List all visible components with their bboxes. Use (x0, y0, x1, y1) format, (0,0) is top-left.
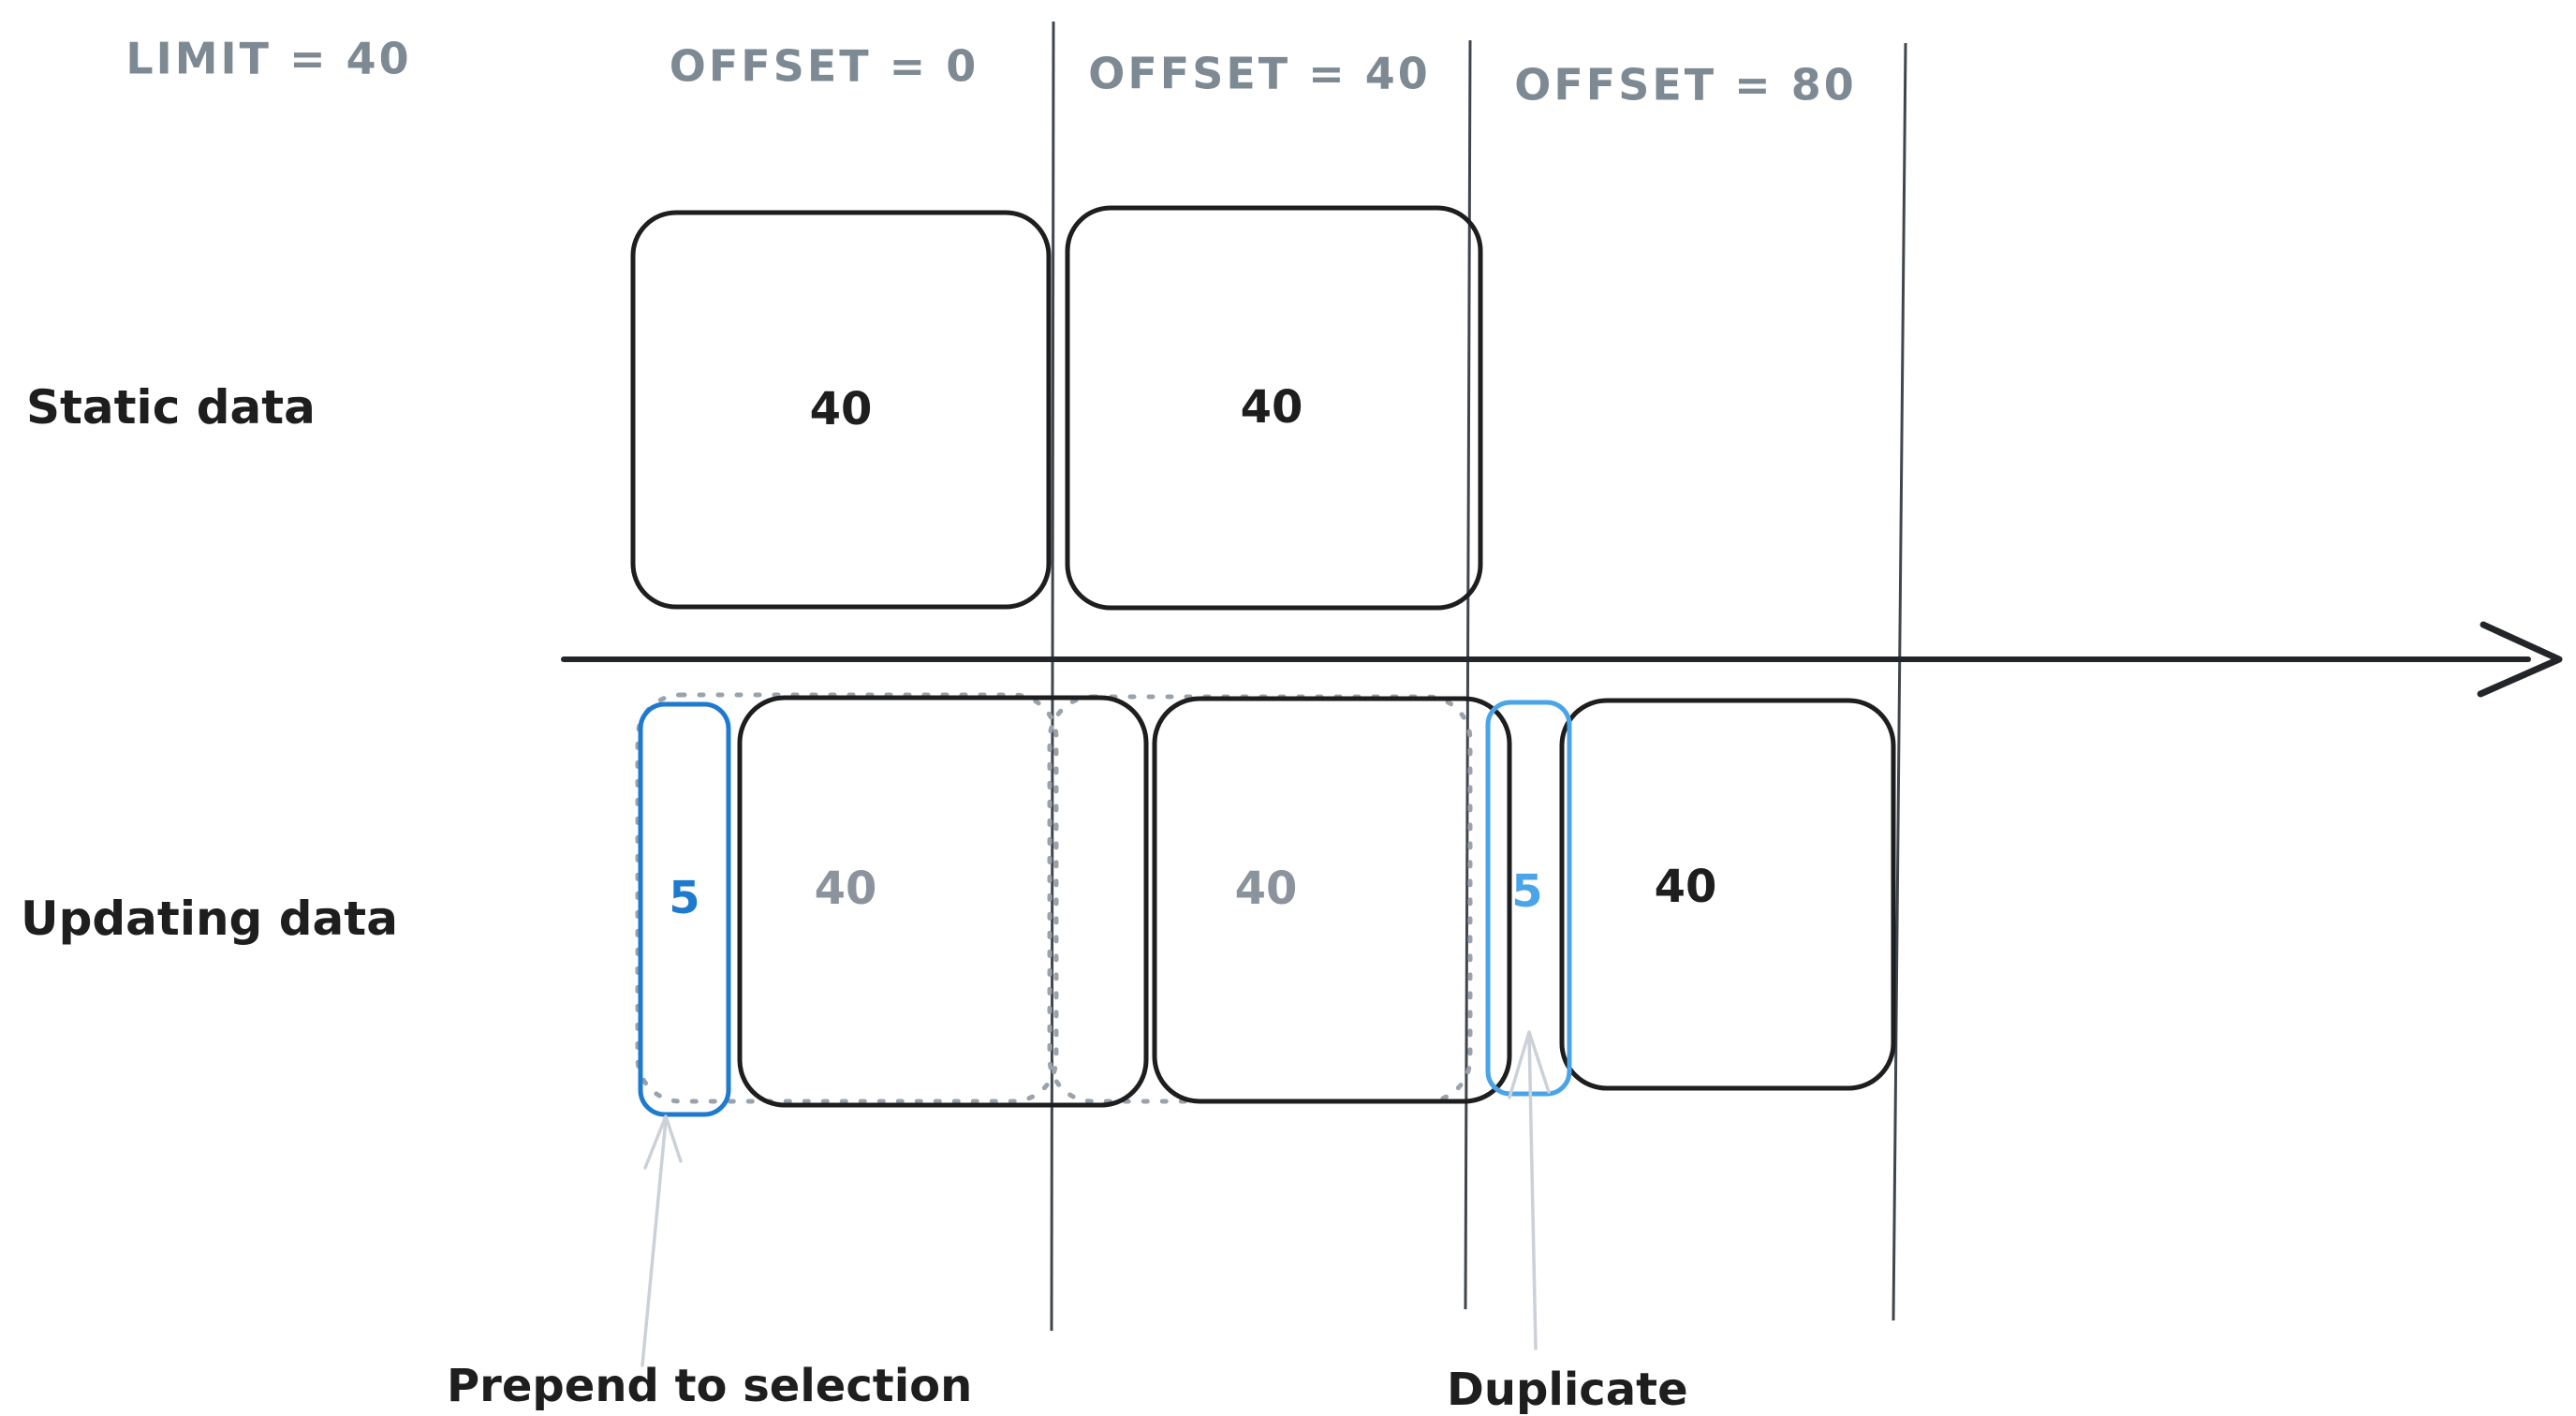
duplicate-items-value: 5 (1511, 865, 1542, 918)
prepend-arrow-shaft (640, 1118, 668, 1367)
updating-page-1-value: 40 (815, 863, 877, 915)
static-data-label: Static data (26, 380, 316, 435)
duplicate-annotation-arrow (1508, 1030, 1551, 1350)
offset-divider-line-3 (1892, 42, 1907, 1321)
prepend-annotation-arrow (640, 1114, 683, 1367)
offset-80-label: OFFSET = 80 (1514, 60, 1856, 111)
prepend-annotation-label: Prepend to selection (447, 1360, 972, 1412)
offset-divider-line-1 (1050, 21, 1055, 1332)
timeline-arrowhead-icon (2477, 621, 2563, 698)
previous-window-1-box (635, 692, 1059, 1104)
updating-page-3-box (1559, 698, 1896, 1091)
static-page-2-box (1065, 205, 1483, 611)
duplicate-annotation-label: Duplicate (1447, 1364, 1688, 1416)
duplicate-arrowhead-icon (1508, 1030, 1551, 1099)
offset-40-label: OFFSET = 40 (1088, 49, 1430, 99)
offset-0-label: OFFSET = 0 (670, 41, 979, 92)
limit-label: LIMIT = 40 (125, 34, 411, 84)
updating-page-1-box (737, 695, 1149, 1108)
static-page-1-box (630, 210, 1052, 610)
updating-page-3-value: 40 (1655, 861, 1717, 913)
prepended-items-value: 5 (669, 872, 699, 924)
duplicate-items-box (1485, 700, 1572, 1097)
prepend-arrowhead-icon (643, 1114, 683, 1170)
static-page-2-value: 40 (1241, 381, 1303, 434)
duplicate-arrow-shaft (1527, 1032, 1538, 1350)
static-page-1-value: 40 (810, 383, 873, 435)
prepended-items-box (638, 701, 731, 1117)
offset-divider-line-2 (1464, 39, 1472, 1310)
updating-data-label: Updating data (21, 892, 398, 946)
updating-page-2-box (1152, 696, 1512, 1104)
updating-page-2-value: 40 (1235, 863, 1298, 915)
